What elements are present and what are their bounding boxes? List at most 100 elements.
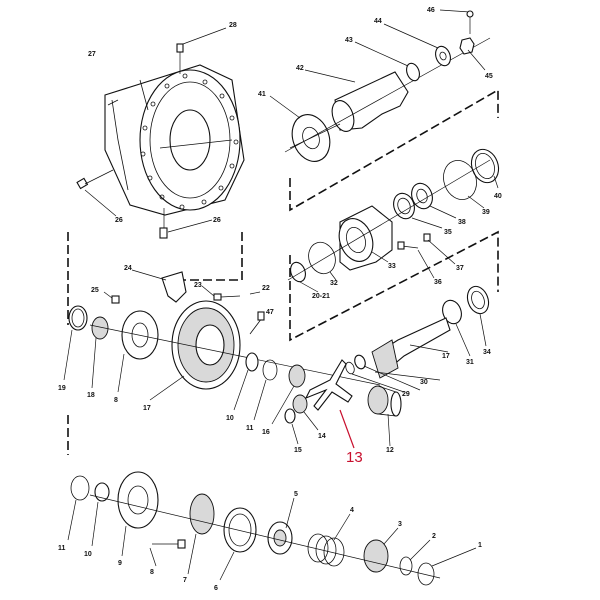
label-41: 41 [258, 91, 266, 98]
label-17-pinion: 17 [442, 353, 450, 360]
yoke-axis [284, 37, 491, 153]
label-24: 24 [124, 265, 132, 272]
seal-43 [354, 41, 420, 82]
shaft-3 [363, 527, 399, 573]
drain-plugs [76, 169, 213, 239]
label-15: 15 [294, 447, 302, 454]
label-4: 4 [350, 507, 354, 514]
label-34: 34 [483, 349, 491, 356]
washer-10 [91, 482, 110, 547]
label-7: 7 [183, 577, 187, 584]
label-16: 16 [262, 429, 270, 436]
label-36: 36 [434, 279, 442, 286]
label-27: 27 [88, 51, 96, 58]
side-gear-12 [367, 385, 402, 447]
label-26-lower: 26 [213, 217, 221, 224]
bolt-8 [149, 539, 186, 567]
label-9: 9 [118, 560, 122, 567]
washer-2-1 [399, 539, 477, 586]
label-20-21: 20-21 [312, 293, 330, 300]
label-46: 46 [427, 7, 435, 14]
washer-44 [383, 23, 451, 67]
pinion-gear-16 [271, 364, 306, 425]
bearing-38 [411, 182, 457, 219]
label-2: 2 [432, 533, 436, 540]
label-11-upper: 11 [246, 425, 254, 432]
washer-10-11 [233, 352, 278, 421]
oring-39 [443, 160, 485, 209]
gear-7 [187, 493, 215, 575]
lock-24 [131, 269, 187, 303]
label-22: 22 [262, 285, 270, 292]
label-19: 19 [58, 385, 66, 392]
ring-40 [470, 148, 500, 189]
label-18: 18 [87, 392, 95, 399]
pinion-14-15 [284, 394, 319, 445]
label-23: 23 [194, 282, 202, 289]
label-8-upper: 8 [114, 397, 118, 404]
bolt-25 [103, 291, 120, 304]
housing-bolt-holes [140, 73, 239, 210]
group-boundary-pinion [289, 230, 499, 342]
label-31: 31 [466, 359, 474, 366]
cotter-46 [439, 9, 474, 34]
label-6: 6 [214, 585, 218, 592]
yoke [289, 69, 409, 149]
label-1: 1 [478, 542, 482, 549]
case-half-9 [117, 471, 159, 557]
bottom-axis [89, 494, 441, 579]
label-8-lower: 8 [150, 569, 154, 576]
bearing-31 [442, 299, 471, 357]
bolts-36-37 [397, 233, 456, 279]
label-42: 42 [296, 65, 304, 72]
label-3: 3 [398, 521, 402, 528]
label-40: 40 [494, 193, 502, 200]
label-11-lower: 11 [58, 545, 66, 552]
pinion-axis [287, 159, 491, 281]
spring-4 [307, 513, 351, 567]
bolt-47 [249, 311, 265, 335]
spider-13 [304, 359, 355, 449]
cup-19 [63, 305, 88, 381]
label-26-upper: 26 [115, 217, 123, 224]
drive-pinion [371, 317, 451, 381]
label-10-lower: 10 [84, 551, 92, 558]
vent-fitting [176, 27, 227, 74]
label-47: 47 [266, 309, 274, 316]
bearing-18 [91, 316, 109, 389]
housing [104, 64, 245, 216]
spacer-30 [354, 354, 421, 391]
label-43: 43 [345, 37, 353, 44]
case-half-8 [117, 310, 159, 393]
shim-32 [308, 241, 337, 281]
label-35: 35 [444, 229, 452, 236]
cup-35 [393, 192, 443, 229]
ring-6 [219, 507, 257, 581]
nut-45 [459, 37, 486, 71]
label-12: 12 [386, 447, 394, 454]
clutch-5 [267, 497, 295, 555]
yoke-flange [269, 95, 331, 162]
label-14: 14 [318, 433, 326, 440]
label-38: 38 [458, 219, 466, 226]
cup-20-21 [290, 261, 319, 293]
label-37: 37 [456, 265, 464, 272]
label-39: 39 [482, 209, 490, 216]
label-28: 28 [229, 22, 237, 29]
label-29: 29 [402, 391, 410, 398]
label-10-upper: 10 [226, 415, 234, 422]
label-45: 45 [485, 73, 493, 80]
label-25: 25 [91, 287, 99, 294]
label-13-highlight: 13 [346, 449, 363, 466]
label-30: 30 [420, 379, 428, 386]
snap-ring-11 [67, 475, 90, 541]
group-boundary-housing-side [170, 232, 243, 281]
label-44: 44 [374, 18, 382, 25]
label-33: 33 [388, 263, 396, 270]
label-5: 5 [294, 491, 298, 498]
ring-gear-17 [149, 300, 241, 401]
bolts-22-23 [201, 285, 261, 301]
label-32: 32 [330, 280, 338, 287]
